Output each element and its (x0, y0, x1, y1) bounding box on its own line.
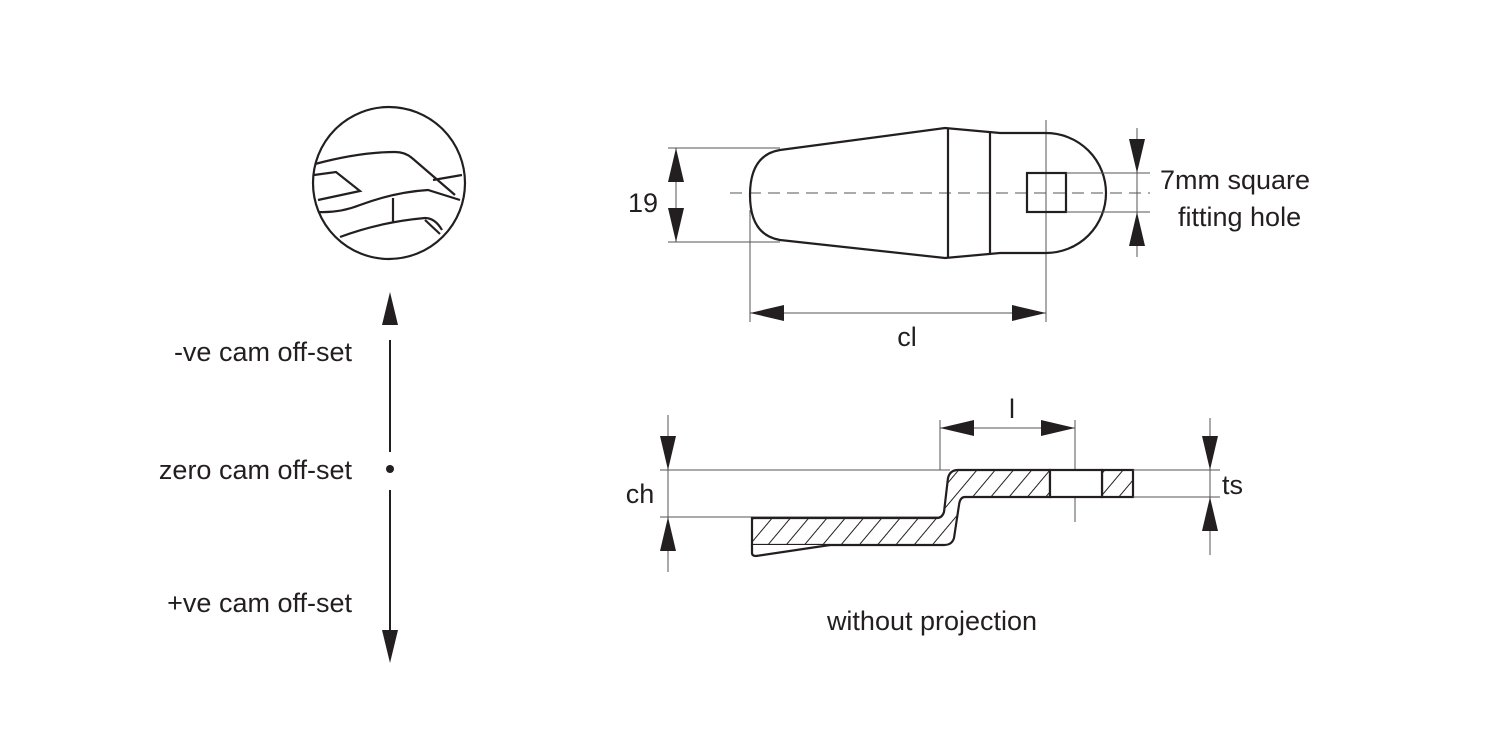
hole-label-line1: 7mm square (1160, 165, 1310, 195)
positive-offset-label: +ve cam off-set (167, 588, 352, 618)
hole-label-line2: fitting hole (1178, 202, 1301, 232)
height-dimension-label: 19 (628, 188, 658, 218)
fitting-hole-section (1048, 468, 1104, 499)
cam-top-view: 19 cl 7mm square fitting hole (628, 120, 1310, 352)
side-view-caption: without projection (826, 606, 1037, 636)
arrow-up-icon (382, 292, 398, 325)
l-dimension-label: l (1009, 394, 1015, 424)
offset-scale: -ve cam off-set zero cam off-set +ve cam… (159, 292, 398, 663)
negative-offset-label: -ve cam off-set (174, 337, 353, 367)
square-fitting-hole (1025, 171, 1068, 214)
thickness-dimension-label: ts (1222, 470, 1243, 500)
length-dimension-label: cl (897, 322, 917, 352)
cam-detail-circle (311, 105, 467, 261)
cam-side-view: ch l ts without projection (626, 394, 1243, 636)
arrow-down-icon (382, 630, 398, 663)
zero-point-dot (386, 465, 394, 473)
zero-offset-label: zero cam off-set (159, 455, 353, 485)
cam-height-dimension-label: ch (626, 479, 655, 509)
